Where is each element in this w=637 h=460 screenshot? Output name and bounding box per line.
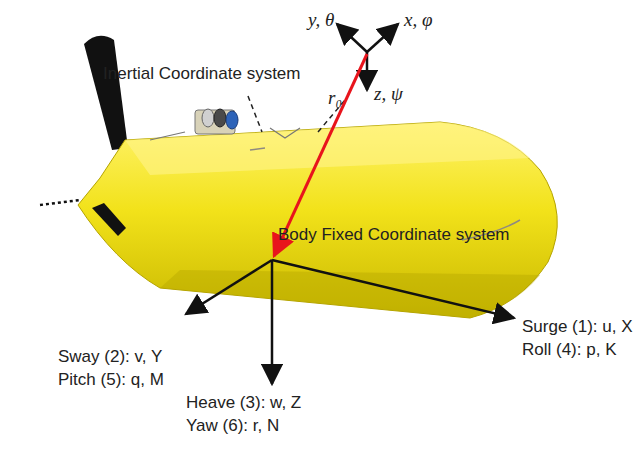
auv-hull	[78, 122, 557, 318]
dof-label: Roll (4): p, K	[522, 341, 616, 360]
thruster-blade	[84, 36, 128, 150]
axis-label: z, ψ	[374, 84, 403, 105]
dof-label: Sway (2): v, Y	[58, 348, 162, 367]
dof-label: Yaw (6): r, N	[186, 417, 279, 436]
dof-label: Heave (3): w, Z	[186, 394, 301, 413]
dof-label: Surge (1): u, X	[522, 318, 633, 337]
axis-label: x, φ	[404, 10, 432, 31]
frame-label: Body Fixed Coordinate system	[278, 226, 510, 245]
axis-label: y, θ	[308, 10, 334, 31]
thruster-blade	[92, 203, 126, 236]
vector-label: r₀	[328, 88, 342, 109]
frame-label: Inertial Coordinate system	[103, 65, 300, 84]
dof-label: Pitch (5): q, M	[58, 371, 164, 390]
inertial-axes	[337, 24, 398, 90]
body-axes	[186, 260, 514, 384]
